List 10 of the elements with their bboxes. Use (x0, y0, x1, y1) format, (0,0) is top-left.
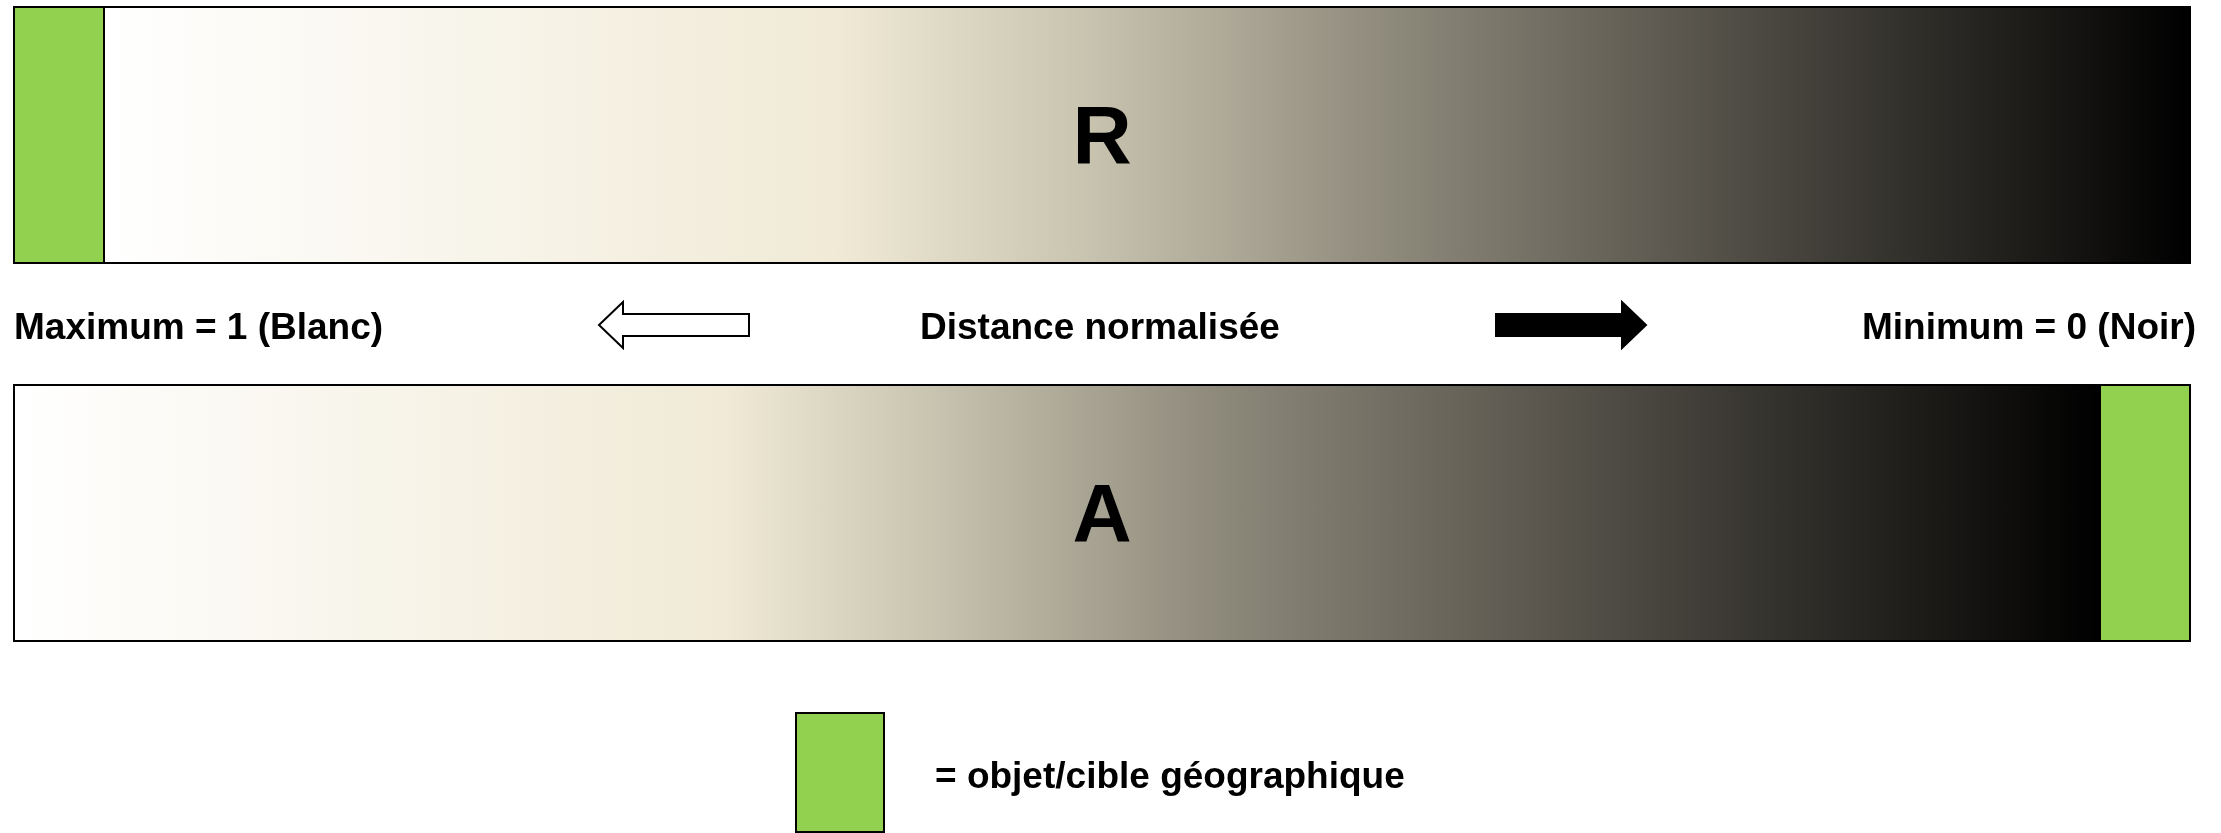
legend-text: = objet/cible géographique (935, 757, 1405, 794)
bar-letter: A (1071, 472, 1133, 554)
target-block (15, 8, 105, 262)
scale-minimum-label: Minimum = 0 (Noir) (1861, 308, 2196, 345)
bar-letter: R (1071, 94, 1133, 176)
gradient-bar (13, 384, 2191, 642)
scale-maximum-label: Maximum = 1 (Blanc) (14, 308, 384, 345)
axis-title: Distance normalisée (920, 308, 1280, 345)
target-block (2099, 386, 2189, 640)
gradient-bar (13, 6, 2191, 264)
